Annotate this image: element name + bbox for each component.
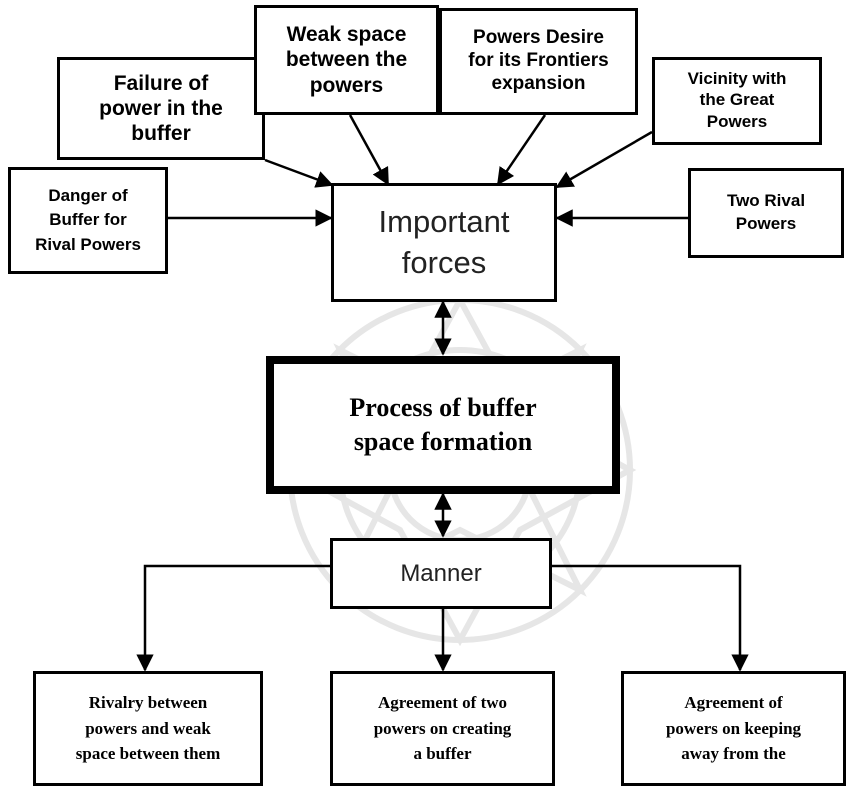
box-frontier-expansion: Powers Desire for its Frontiers expansio… <box>439 8 638 115</box>
box-agreement-creating-label: Agreement of two powers on creating a bu… <box>373 693 512 764</box>
box-failure-of-power: Failure of power in the buffer <box>57 57 265 160</box>
arrow-manner-to-agreement-keeping <box>552 564 749 672</box>
arrow-manner-to-rivalry <box>136 564 330 672</box>
box-failure-of-power-label: Failure of power in the buffer <box>99 71 223 146</box>
box-rivalry-label: Rivalry between powers and weak space be… <box>75 693 221 764</box>
box-danger-of-buffer-label: Danger of Buffer for Rival Powers <box>35 185 141 254</box>
box-agreement-keeping-label: Agreement of powers on keeping away from… <box>665 693 802 764</box>
box-manner: Manner <box>330 538 552 609</box>
box-important-forces-label: Important forces <box>378 204 510 280</box>
box-process: Process of buffer space formation <box>266 356 620 494</box>
box-two-rival-powers-label: Two Rival Powers <box>726 191 806 233</box>
box-vicinity-label: Vicinity with the Great Powers <box>687 69 787 131</box>
arrow-vicinity-to-forces <box>555 130 653 189</box>
box-weak-space-label: Weak space between the powers <box>285 23 408 97</box>
box-rivalry: Rivalry between powers and weak space be… <box>33 671 263 786</box>
box-weak-space: Weak space between the powers <box>254 5 439 115</box>
arrow-failure-to-forces <box>264 158 334 188</box>
box-vicinity: Vicinity with the Great Powers <box>652 57 822 145</box>
box-frontier-expansion-label: Powers Desire for its Frontiers expansio… <box>468 27 609 94</box>
arrow-expansion-to-forces <box>496 114 547 186</box>
box-important-forces: Important forces <box>331 183 557 302</box>
box-process-label: Process of buffer space formation <box>349 393 537 456</box>
box-two-rival-powers: Two Rival Powers <box>688 168 844 258</box>
box-agreement-keeping: Agreement of powers on keeping away from… <box>621 671 846 786</box>
box-agreement-creating: Agreement of two powers on creating a bu… <box>330 671 555 786</box>
box-danger-of-buffer: Danger of Buffer for Rival Powers <box>8 167 168 274</box>
arrow-weak-space-to-forces <box>348 114 390 186</box>
box-manner-label: Manner <box>400 559 482 587</box>
